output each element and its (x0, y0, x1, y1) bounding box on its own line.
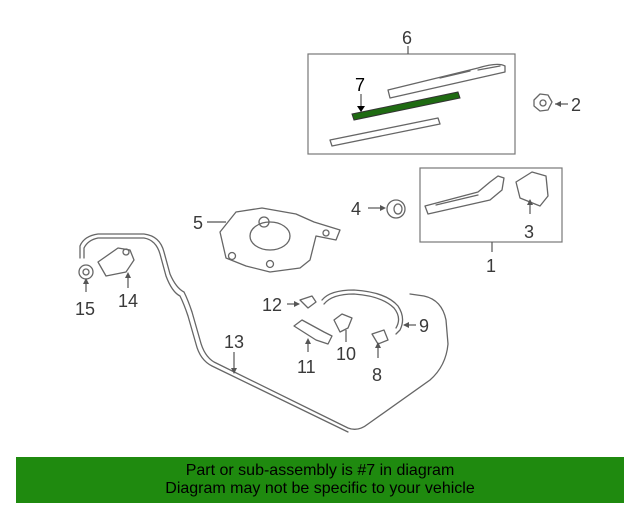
callout-2-arrowhead (555, 101, 561, 107)
info-banner: Part or sub-assembly is #7 in diagram Di… (16, 457, 624, 503)
callout-6[interactable]: 6 (402, 28, 412, 48)
nozzle-grommet-part (78, 264, 94, 280)
callout-13[interactable]: 13 (224, 332, 244, 352)
callout-9[interactable]: 9 (419, 316, 429, 336)
grommet-ring (393, 203, 403, 215)
washer-nozzle-port (122, 248, 130, 256)
callout-11[interactable]: 11 (297, 357, 316, 377)
wiper-blade-assembly-group: 6 7 (307, 28, 516, 155)
washer-hose-long (79, 233, 449, 430)
check-valve-part (293, 319, 333, 345)
callout-7[interactable]: 7 (355, 75, 365, 95)
callout-11-arrowhead (305, 338, 311, 344)
hose-clip-group: 12 (262, 295, 317, 315)
nut-hole (539, 99, 547, 107)
wiper-motor-shaft (258, 216, 270, 228)
wiper-motor-mount-2 (265, 259, 275, 269)
callout-14-arrowhead (125, 272, 131, 278)
wiper-motor-mount-1 (227, 251, 237, 261)
parts-diagram: 6 7 2 1 3 4 (75, 28, 581, 433)
washer-nozzle-group: 14 (97, 247, 138, 311)
callout-8[interactable]: 8 (372, 365, 382, 385)
callout-4-arrowhead (380, 205, 386, 211)
callout-8-arrowhead (375, 342, 381, 348)
wiper-blade-frame (387, 63, 506, 99)
callout-12-arrowhead (294, 301, 300, 307)
callout-2[interactable]: 2 (571, 95, 581, 115)
grommet-group: 4 (351, 199, 406, 219)
wiper-arm-detail (435, 194, 479, 206)
callout-3[interactable]: 3 (524, 222, 534, 242)
wiper-arm-cap (515, 171, 549, 207)
retainer-clip-group: 8 (371, 329, 389, 385)
callout-12[interactable]: 12 (262, 295, 282, 315)
blade-assembly-box (307, 53, 516, 155)
wiper-motor-group: 5 (193, 207, 341, 273)
callout-10[interactable]: 10 (336, 344, 356, 364)
wiper-motor-part (219, 207, 341, 273)
callout-3-arrowhead (527, 199, 533, 205)
callout-14[interactable]: 14 (118, 291, 138, 311)
callout-15[interactable]: 15 (75, 299, 95, 319)
retainer-clip-part (371, 329, 389, 345)
callout-13-arrowhead (231, 368, 237, 374)
callout-1[interactable]: 1 (486, 256, 496, 276)
callout-5[interactable]: 5 (193, 213, 203, 233)
nozzle-grommet-group: 15 (75, 264, 95, 319)
wiper-arm-part (424, 175, 505, 215)
washer-hose-long-inner (83, 237, 349, 433)
wiper-arm-box (419, 167, 563, 243)
wiper-blade-insert-highlight (351, 91, 461, 121)
nozzle-grommet-hole (82, 268, 90, 276)
short-hose-part (321, 289, 404, 335)
wiper-motor-housing (249, 221, 291, 251)
wiper-blade-vertebra (329, 117, 441, 147)
washer-hose-group: 13 (79, 233, 449, 433)
wiper-blade-frame-detail (439, 65, 501, 79)
wiper-motor-mount-3 (322, 229, 330, 237)
short-hose-group: 9 (321, 289, 429, 336)
nut-part (533, 93, 553, 112)
check-valve-group: 11 (293, 319, 333, 377)
wiper-arm-group: 1 3 (419, 167, 563, 276)
hose-connector-group: 10 (333, 313, 356, 364)
hose-clip-part (299, 295, 317, 309)
callout-9-arrowhead (403, 322, 409, 328)
short-hose-inner (323, 293, 400, 329)
callout-7-arrowhead (357, 106, 365, 112)
nut-group: 2 (533, 93, 581, 115)
hose-connector-part (333, 313, 353, 333)
callout-15-arrowhead (83, 278, 89, 284)
banner-line-1: Part or sub-assembly is #7 in diagram (185, 462, 455, 479)
banner-line-2: Diagram may not be specific to your vehi… (165, 480, 475, 497)
callout-4[interactable]: 4 (351, 199, 361, 219)
